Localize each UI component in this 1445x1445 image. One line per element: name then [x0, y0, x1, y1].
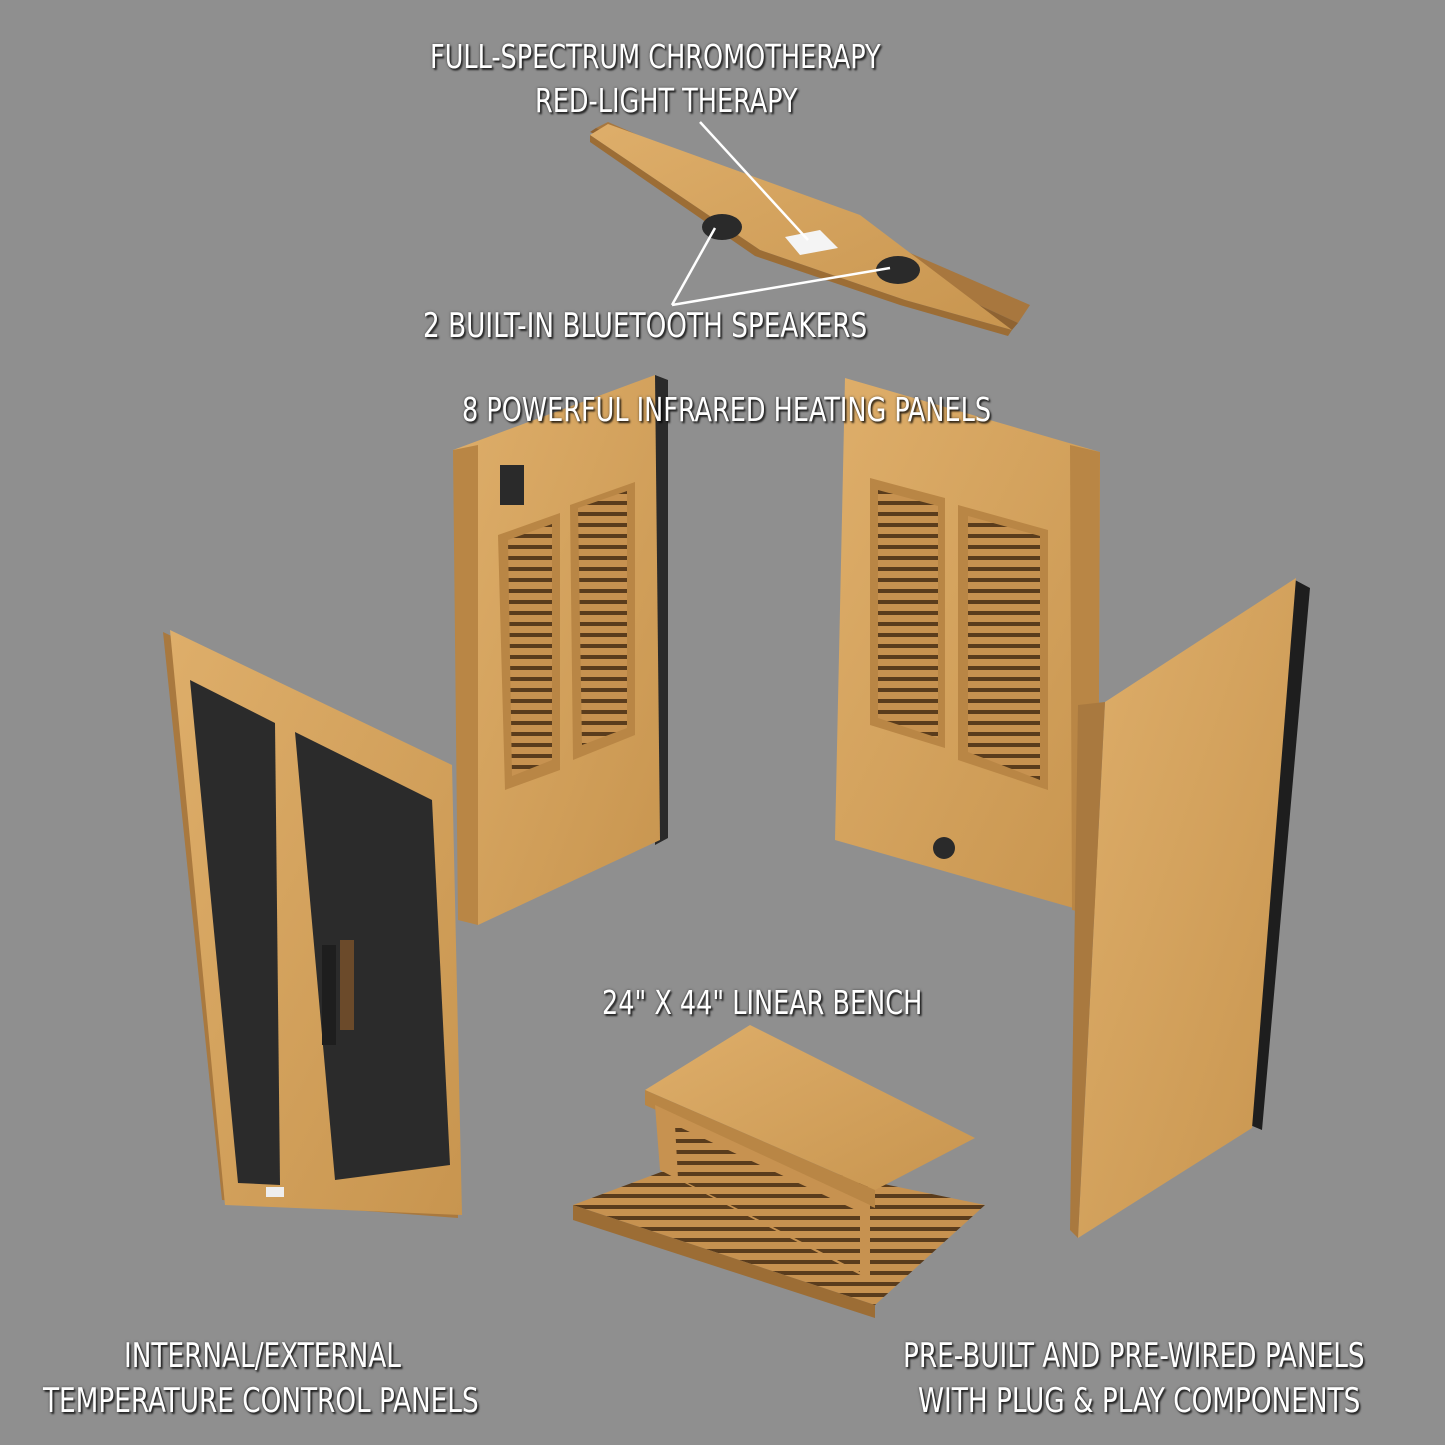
therapy-light-icon [785, 230, 838, 255]
speaker-left-icon [702, 214, 742, 240]
callout-lines [670, 121, 891, 307]
bench [573, 1025, 985, 1318]
prewired-callout-line2: WITH PLUG & PLAY COMPONENTS [918, 1381, 1361, 1421]
door-panel [163, 630, 462, 1218]
vent-icon [933, 837, 955, 859]
bench-callout: 24" X 44" LINEAR BENCH [602, 983, 923, 1022]
roof-panel [590, 122, 1030, 336]
control-callout-line1: INTERNAL/EXTERNAL [124, 1336, 401, 1376]
control-panel-icon [500, 465, 524, 505]
prewired-callout-line1: PRE-BUILT AND PRE-WIRED PANELS [903, 1336, 1365, 1376]
right-back-wall-panel [835, 378, 1100, 915]
speakers-callout: 2 BUILT-IN BLUETOOTH SPEAKERS [423, 306, 868, 346]
lighting-callout-line1: FULL-SPECTRUM CHROMOTHERAPY [430, 37, 881, 76]
lighting-callout-line2: RED-LIGHT THERAPY [535, 81, 798, 120]
speaker-right-icon [876, 256, 920, 284]
control-callout-line2: TEMPERATURE CONTROL PANELS [43, 1381, 479, 1421]
right-side-wall-panel [1070, 578, 1310, 1238]
heating-panels-callout: 8 POWERFUL INFRARED HEATING PANELS [462, 390, 992, 429]
external-control-icon [266, 1187, 284, 1197]
left-back-wall-panel [453, 375, 668, 925]
